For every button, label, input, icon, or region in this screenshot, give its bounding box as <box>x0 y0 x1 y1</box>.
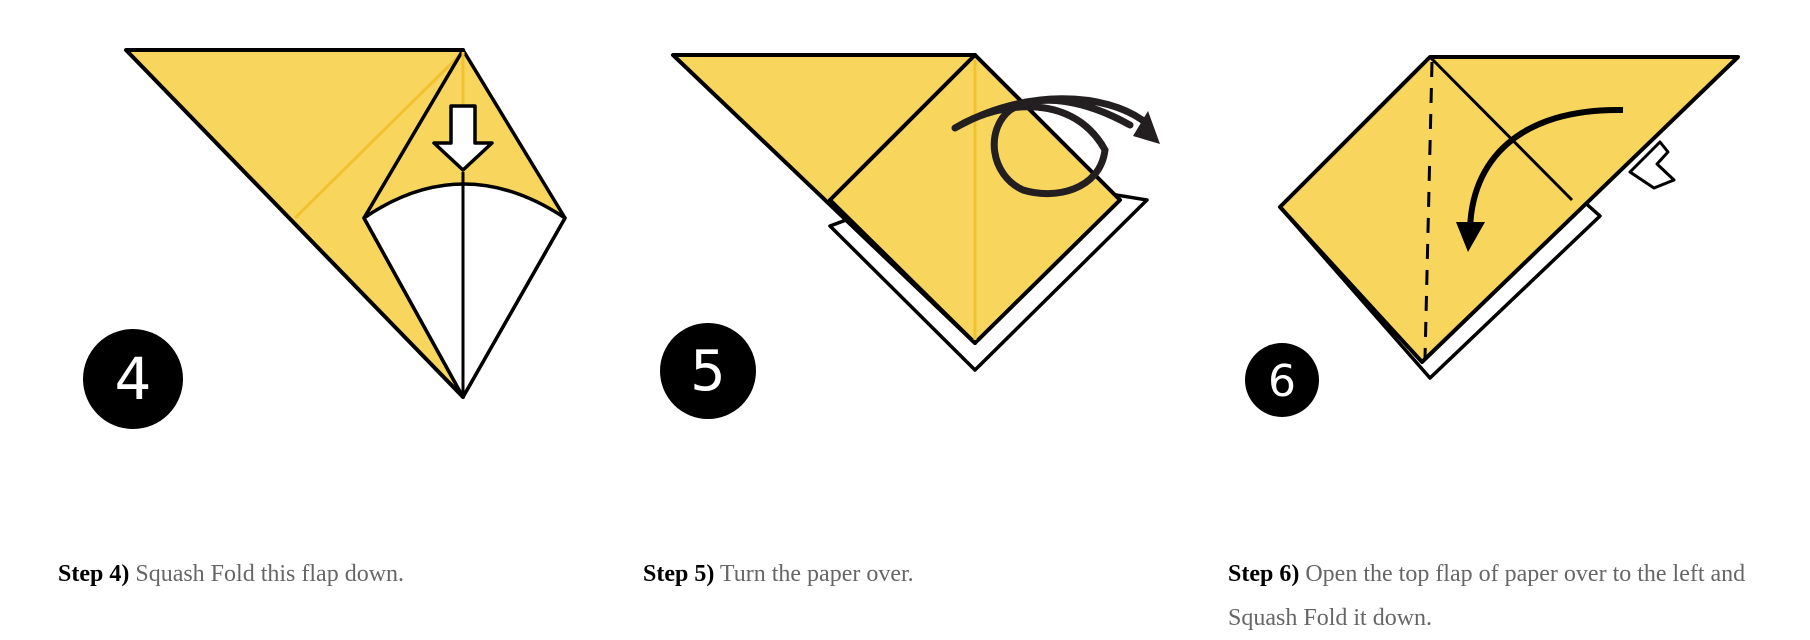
step-label: Step 4) <box>58 561 130 587</box>
step-number-badge <box>83 329 183 429</box>
fold-left-arrow-icon <box>1467 106 1624 234</box>
step-instruction: Turn the paper over. <box>719 561 914 587</box>
valley-fold-dashed-line <box>1423 61 1434 359</box>
step-6-caption: Step 6) Open the top flap of paper over … <box>1228 552 1748 640</box>
turn-over-arrow-icon <box>951 95 1149 198</box>
step-6-diagram: 6 <box>1245 55 1740 417</box>
step-label: Step 6) <box>1228 561 1300 587</box>
arrowhead-icon <box>1133 111 1160 144</box>
step-number-text: 6 <box>1268 356 1296 407</box>
step-4-panel: 4 Step 4) Squash Fold this flap down. <box>0 0 567 637</box>
step-number-badge <box>660 323 756 419</box>
step-instruction: Squash Fold this flap down. <box>135 561 405 587</box>
step-5-caption: Step 5) Turn the paper over. <box>643 552 914 596</box>
step-label: Step 5) <box>643 561 715 587</box>
step-4-caption: Step 4) Squash Fold this flap down. <box>58 552 404 596</box>
open-pocket-arrow-icon <box>1628 140 1676 190</box>
step-5-panel: 5 Step 5) Turn the paper over. <box>585 0 1160 637</box>
step-6-panel: 6 Step 6) Open the top flap of paper ove… <box>1170 0 1745 637</box>
step-instruction: Open the top flap of paper over to the l… <box>1228 561 1746 631</box>
crease-line <box>293 50 465 220</box>
push-down-arrow-icon <box>432 104 494 172</box>
step-5-diagram: 5 <box>660 53 1160 419</box>
step-number-badge <box>1245 343 1319 417</box>
fold-line <box>1428 55 1574 202</box>
step-4-diagram: 4 <box>83 48 567 429</box>
step-number-text: 5 <box>690 339 726 404</box>
folded-paper-shape <box>1278 55 1740 364</box>
step-number-text: 4 <box>115 345 152 413</box>
arrowhead-icon <box>1456 222 1485 252</box>
